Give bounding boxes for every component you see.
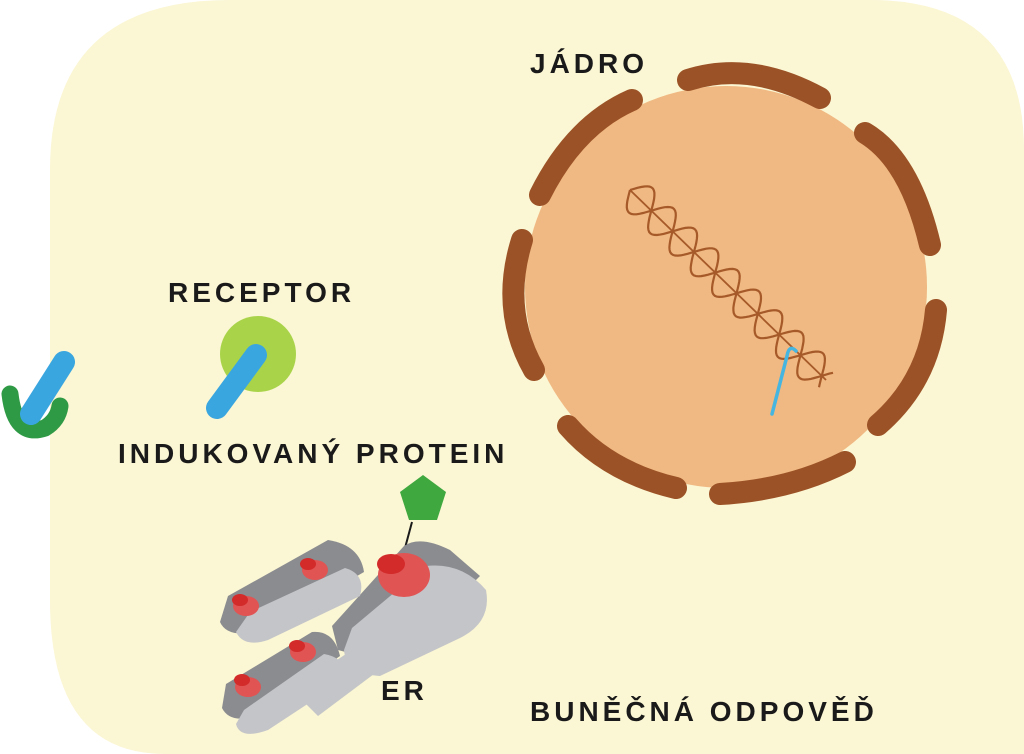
dna-strand-a xyxy=(625,189,834,381)
ribosome xyxy=(232,594,248,606)
ribosomes xyxy=(232,553,430,697)
dna-double-helix xyxy=(625,185,834,416)
er-body xyxy=(236,565,487,734)
inhibitor-shape xyxy=(1,385,69,439)
cell-response-label: BUNĚČNÁ ODPOVĚĎ xyxy=(530,695,878,727)
ribosome xyxy=(377,554,405,574)
er-label: ER xyxy=(381,675,428,706)
receptor-label: RECEPTOR xyxy=(168,277,355,308)
ribosome xyxy=(300,558,316,570)
protein-pentagon xyxy=(400,475,446,520)
mrna-strand xyxy=(770,346,798,416)
ribosome xyxy=(234,674,250,686)
nucleus xyxy=(502,62,947,505)
ribosome xyxy=(289,640,305,652)
induced-protein-label: INDUKOVANÝ PROTEIN xyxy=(118,438,508,469)
nuclear-envelope xyxy=(502,62,947,505)
protein-tether xyxy=(404,521,413,549)
induced-protein xyxy=(400,475,446,549)
activated-receptor xyxy=(206,316,296,419)
receptor-body xyxy=(206,344,267,419)
nucleus-body xyxy=(525,86,927,488)
receptor-body xyxy=(20,351,75,425)
endoplasmic-reticulum xyxy=(220,540,487,734)
inhibited-receptor xyxy=(1,351,75,439)
nucleus-label: JÁDRO xyxy=(530,48,648,79)
dna-strand-b xyxy=(629,185,827,388)
